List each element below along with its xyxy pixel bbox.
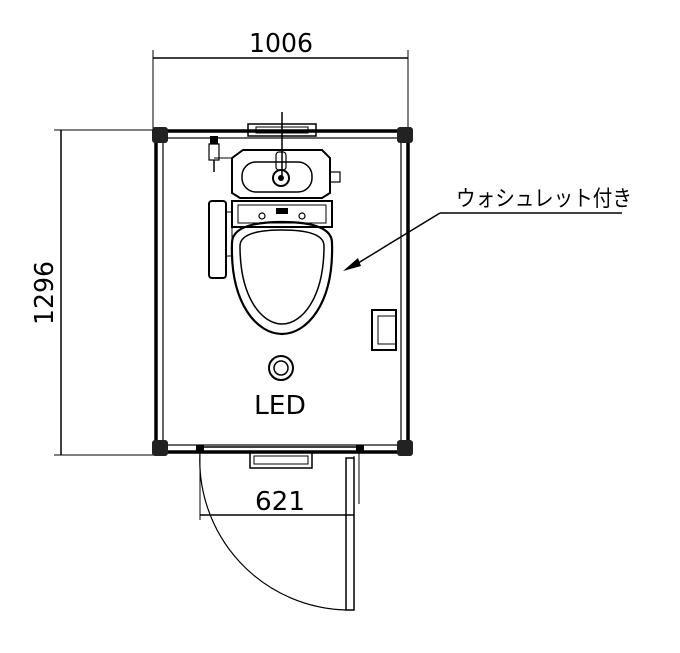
washlet-remote: [208, 200, 233, 279]
toilet-bowl: [230, 200, 334, 336]
corner-post-tr: [397, 127, 413, 143]
door: [196, 445, 364, 611]
led-light: LED: [254, 355, 306, 421]
height-dimension: 1296: [30, 129, 155, 456]
washlet-label: ウォシュレット付き: [456, 187, 632, 212]
door-dimension-label: 621: [255, 487, 305, 517]
corner-post-br: [397, 440, 413, 456]
washlet-callout: ウォシュレット付き: [343, 187, 632, 271]
booth-walls: [152, 127, 413, 456]
led-label: LED: [254, 391, 306, 421]
width-dimension-label: 1006: [249, 29, 313, 59]
ceiling-vent: [247, 112, 317, 180]
water-pipe: [208, 136, 232, 172]
width-dimension: 1006: [152, 29, 409, 128]
paper-holder: [371, 309, 397, 351]
hand-wash-tank: [231, 149, 341, 199]
door-dimension: 621: [200, 456, 355, 522]
corner-post-tl: [152, 127, 168, 143]
corner-post-bl: [152, 440, 168, 456]
height-dimension-label: 1296: [30, 261, 60, 325]
